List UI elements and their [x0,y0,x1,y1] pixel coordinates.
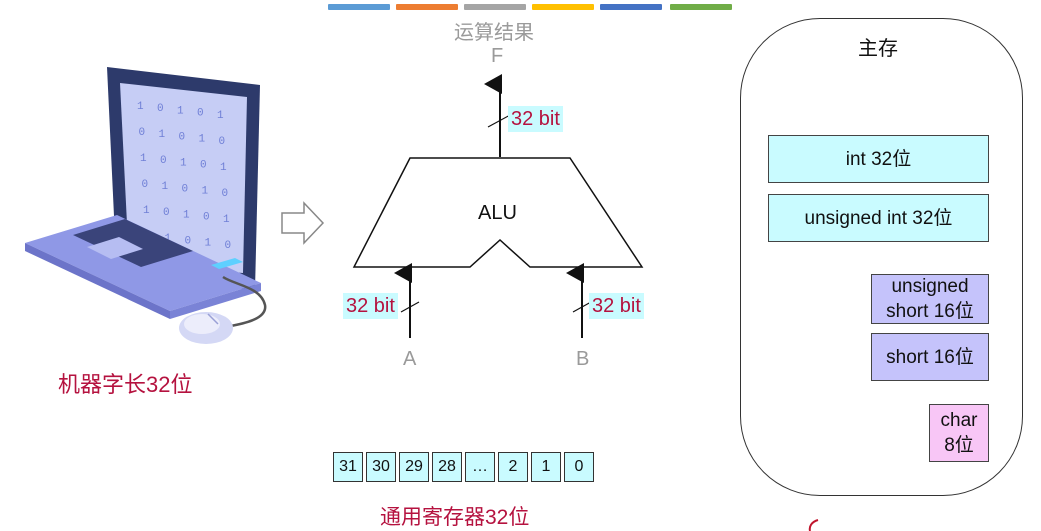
screen-digit: 1 [143,205,150,217]
register-cell: 1 [531,452,561,482]
memory-item-label: unsigned int 32位 [804,207,953,229]
screen-digit: 1 [202,186,209,198]
alu-shape [352,157,644,268]
screen-digit: 1 [220,162,227,174]
screen-digit: 0 [203,212,210,224]
screen-digit: 0 [163,207,170,219]
register-cell: 29 [399,452,429,482]
color-bar-darkblue [600,4,662,10]
screen-digit: 0 [225,240,232,252]
mouse-icon [179,312,233,344]
alu-diagram [352,74,644,338]
screen-digit: 0 [185,235,192,247]
screen-digit: 0 [139,127,146,139]
hollow-arrow-right-icon [281,201,325,245]
screen-digit: 1 [177,105,184,117]
screen-digit: 0 [219,136,226,148]
screen-digit: 1 [183,209,190,221]
main-memory-title: 主存 [858,38,898,60]
memory-item-label-line2: 8位 [944,435,974,456]
main-memory-container [740,18,1023,496]
register-cell: 30 [366,452,396,482]
color-bar-orange [396,4,458,10]
screen-digit: 0 [222,188,229,200]
screen-digit: 1 [180,157,187,169]
memory-item-unsigned-int: unsigned int 32位 [768,194,989,242]
pen-stroke-mark [808,519,819,531]
screen-digit: 1 [137,101,144,113]
input-a-bits-label: 32 bit [343,293,398,319]
register-cell: 2 [498,452,528,482]
screen-digit: 0 [179,131,186,143]
machine-word-length-caption: 机器字长32位 [58,372,193,397]
input-b-bits-label: 32 bit [589,293,644,319]
register-cell: … [465,452,495,482]
memory-item-label: short 16位 [886,346,974,368]
alu-output-label: F [491,45,504,67]
screen-digit: 0 [182,183,189,195]
screen-digit: 1 [162,181,169,193]
screen-digit: 1 [223,214,230,226]
alu-input-b-label: B [576,348,590,370]
input-b-bus-slash [572,301,592,313]
color-bar-yellow [532,4,594,10]
memory-item-label-line1: char [940,410,978,431]
screen-digit: 0 [200,160,207,172]
screen-digit: 1 [217,110,224,122]
output-bits-label: 32 bit [508,106,563,132]
color-bar-green [670,4,732,10]
memory-item-unsigned-short: unsigned short 16位 [871,274,989,324]
register-cell: 28 [432,452,462,482]
register-caption: 通用寄存器32位 [380,506,530,529]
memory-item-short: short 16位 [871,333,989,381]
screen-digit: 1 [140,153,147,165]
screen-digit: 1 [199,134,206,146]
input-a-bus-slash [400,301,420,313]
memory-item-int: int 32位 [768,135,989,183]
alu-input-a-label: A [403,348,417,370]
memory-item-label: int 32位 [845,148,912,170]
screen-digit: 0 [197,108,204,120]
screen-digit: 1 [205,238,212,250]
memory-item-label-line1: unsigned [891,276,969,297]
color-bar-gray [464,4,526,10]
screen-digit: 1 [159,129,166,141]
register-cell: 31 [333,452,363,482]
register-cell: 0 [564,452,594,482]
laptop-icon: 101010101010101010101010101010 [25,67,267,329]
screen-digit: 0 [160,155,167,167]
screen-digit: 0 [142,179,149,191]
color-bar-blue [328,4,390,10]
screen-digit: 0 [157,103,164,115]
memory-item-label-line2: short 16位 [886,301,974,322]
alu-name: ALU [478,202,517,224]
result-title: 运算结果 [454,22,534,44]
memory-item-char: char 8位 [929,404,989,462]
